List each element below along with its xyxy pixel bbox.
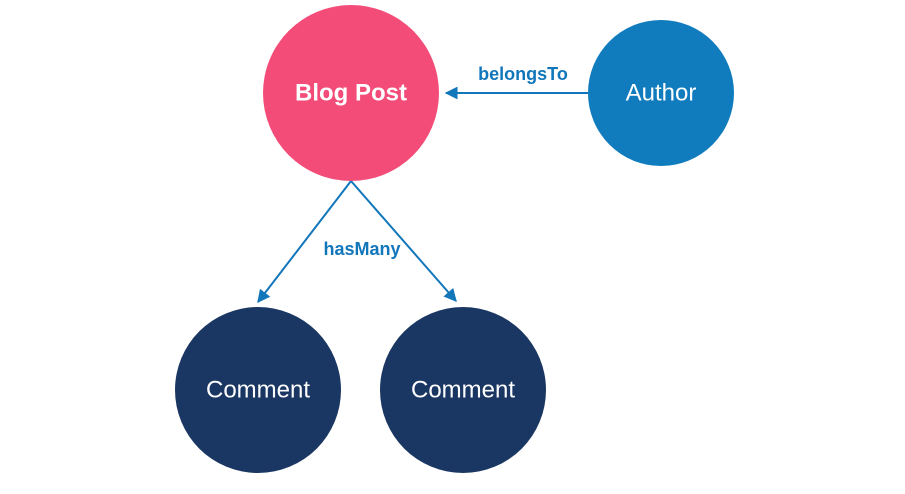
node-blog-post: [263, 5, 439, 181]
node-comment-right: [380, 307, 546, 473]
node-author: [588, 20, 734, 166]
edge-has-many-right-line: [350, 180, 457, 302]
node-comment-left-label: Comment: [206, 377, 310, 404]
node-comment-left: [175, 307, 341, 473]
node-blog-post-label: Blog Post: [295, 80, 407, 107]
edge-has-many-label: hasMany: [323, 239, 400, 259]
node-comment-right-label: Comment: [411, 377, 515, 404]
node-author-label: Author: [626, 80, 697, 107]
edge-has-many-left-line: [257, 180, 352, 304]
edge-belongs-to-label: belongsTo: [478, 64, 568, 84]
